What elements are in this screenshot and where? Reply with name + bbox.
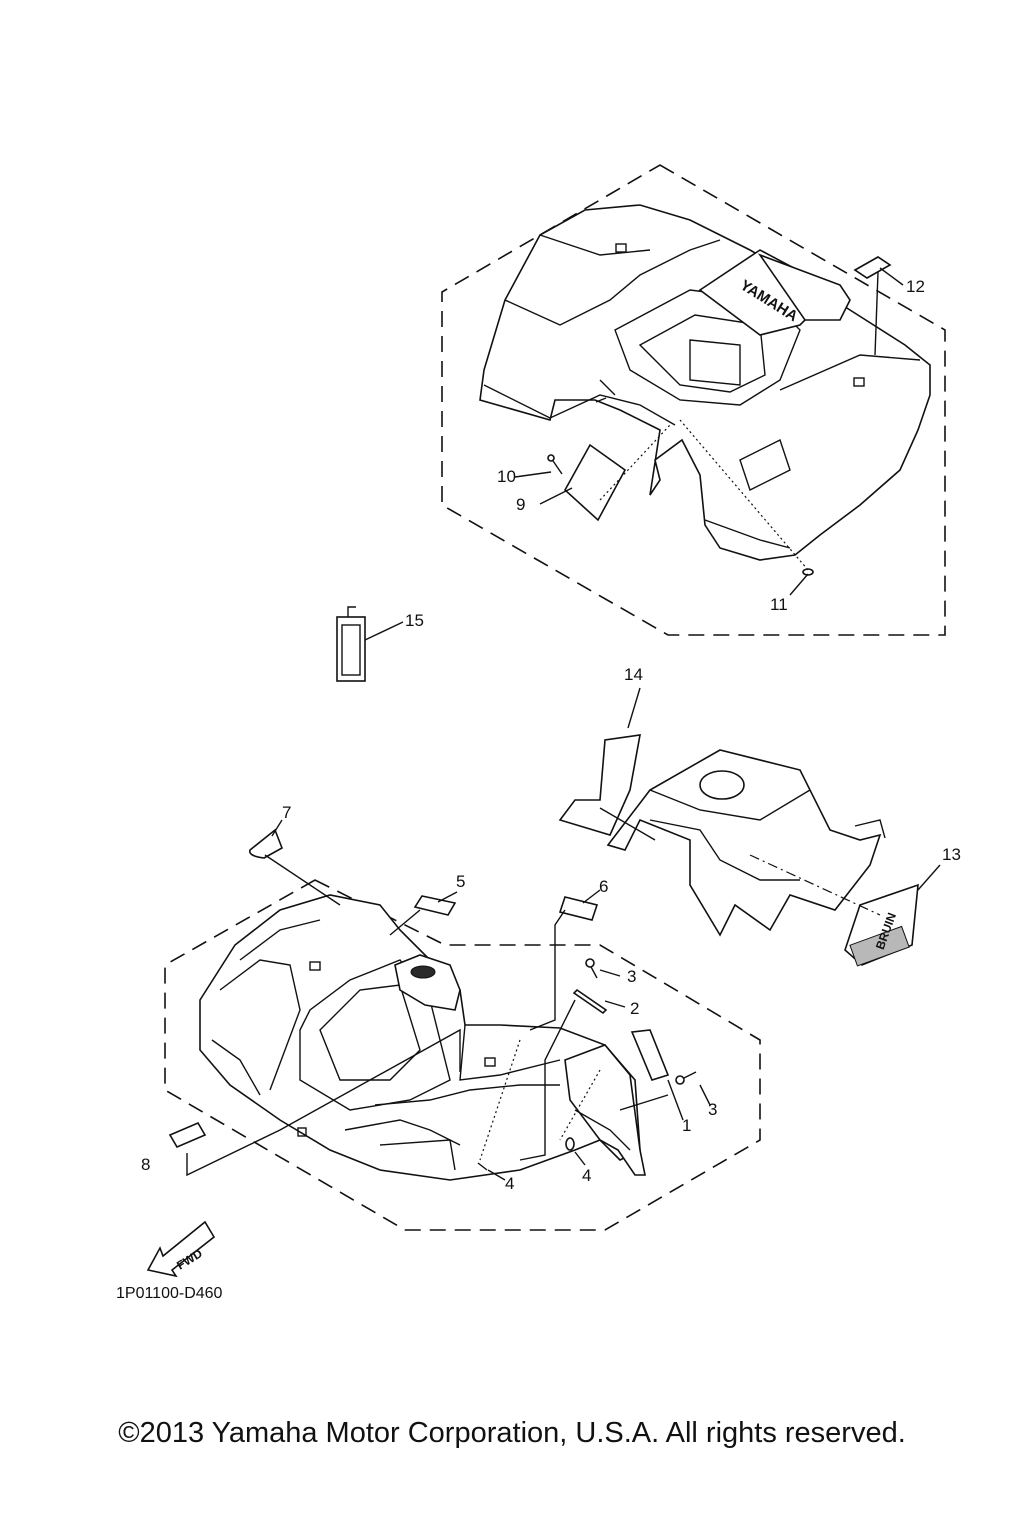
diagram-code: 1P01100-D460 — [116, 1285, 223, 1302]
callout-4-left: 4 — [505, 1174, 514, 1193]
callout-13: 13 — [942, 845, 961, 864]
headlight-pod — [394, 954, 461, 1011]
callout-1: 1 — [682, 1116, 691, 1135]
callout-5: 5 — [456, 872, 465, 891]
decal-5 — [413, 895, 457, 916]
callout-7: 7 — [282, 803, 291, 822]
decal-6 — [558, 896, 599, 921]
label-15 — [336, 606, 404, 682]
panel-1 — [630, 1029, 670, 1081]
callout-15: 15 — [405, 611, 424, 630]
callout-9: 9 — [516, 495, 525, 514]
decal-14 — [558, 734, 641, 836]
callout-10: 10 — [497, 467, 516, 486]
callout-14: 14 — [624, 665, 643, 684]
fuel-cap-recess — [699, 770, 745, 800]
callout-3-upper: 3 — [627, 967, 636, 986]
callouts: 1 2 3 3 4 4 5 6 7 8 9 10 11 12 13 14 15 — [141, 277, 961, 1193]
copyright-notice: ©2013 Yamaha Motor Corporation, U.S.A. A… — [118, 1417, 906, 1449]
front-side-guard — [564, 1044, 646, 1176]
rear-hatch-cover — [563, 443, 627, 522]
callout-12: 12 — [906, 277, 925, 296]
front-group-boundary — [164, 879, 761, 1231]
washer-2 — [572, 988, 608, 1015]
decal-8 — [168, 1121, 207, 1149]
callout-3-lower: 3 — [708, 1100, 717, 1119]
callout-6: 6 — [599, 877, 608, 896]
front-upper-cover: BRUIN — [558, 687, 941, 967]
emblem-7 — [248, 828, 283, 859]
screw-3-lower — [675, 1071, 697, 1085]
front-cover-body — [606, 749, 882, 937]
screw-3-upper — [585, 958, 598, 979]
front-fender-assembly — [164, 819, 761, 1231]
grommet-4-right — [565, 1137, 575, 1151]
decal-13: BRUIN — [844, 883, 919, 967]
grommet-4-left — [477, 1162, 488, 1171]
forward-direction-arrow: FWD — [146, 1220, 216, 1278]
rear-group-boundary — [441, 164, 946, 636]
callout-8: 8 — [141, 1155, 150, 1174]
decal-12 — [853, 256, 892, 279]
rear-fender-body — [479, 204, 931, 561]
callout-11: 11 — [770, 595, 788, 614]
callout-4-right: 4 — [582, 1166, 591, 1185]
callout-2: 2 — [630, 999, 639, 1018]
rear-fender-assembly: YAMAHA — [441, 164, 946, 636]
